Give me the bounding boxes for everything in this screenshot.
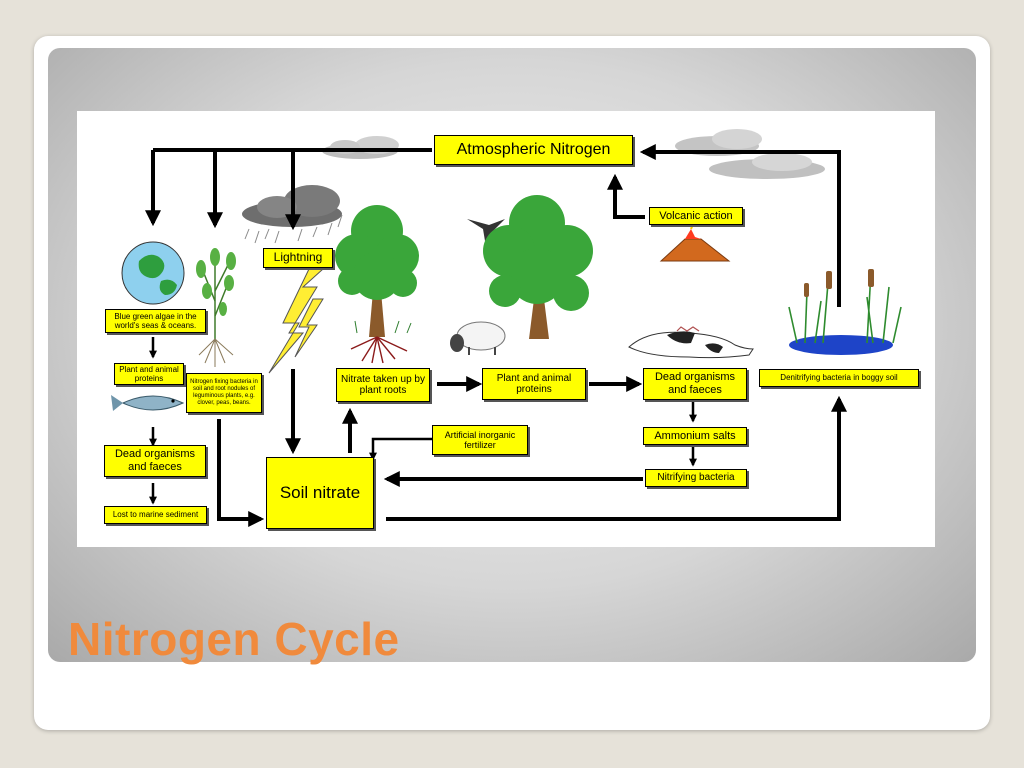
small-arrows xyxy=(148,337,698,505)
volcano-icon xyxy=(659,223,731,262)
flow-arrows xyxy=(145,144,847,527)
atmospheric-nitrogen-box: Atmospheric Nitrogen xyxy=(434,135,633,165)
artificial-fertilizer-box: Artificial inorganic fertilizer xyxy=(432,425,528,455)
diagram-graphics xyxy=(111,129,902,527)
slide-title: Nitrogen Cycle xyxy=(68,613,400,665)
clover-plant-icon xyxy=(196,248,236,367)
ammonium-salts-box: Ammonium salts xyxy=(643,427,747,445)
nitrogen-cycle-diagram: Atmospheric Nitrogen Volcanic action Lig… xyxy=(77,111,935,547)
nitrogen-fixing-bacteria-box: Nitrogen fixing bacteria in soil and roo… xyxy=(186,373,262,413)
lightning-box: Lightning xyxy=(263,248,333,268)
denitrifying-bacteria-box: Denitrifying bacteria in boggy soil xyxy=(759,369,919,387)
lightning-bolt-icon xyxy=(268,268,325,374)
tree-icon xyxy=(483,195,593,339)
bird-icon xyxy=(467,219,505,241)
sheep-icon xyxy=(450,321,506,355)
tree-icon xyxy=(335,205,419,364)
blue-green-algae-box: Blue green algae in the world's seas & o… xyxy=(105,309,206,333)
soil-nitrate-box: Soil nitrate xyxy=(266,457,374,529)
dead-organisms-sea-box: Dead organisms and faeces xyxy=(104,445,206,477)
lost-to-marine-sediment-box: Lost to marine sediment xyxy=(104,506,207,524)
cloud-icon xyxy=(322,136,399,159)
nitrate-taken-up-box: Nitrate taken up by plant roots xyxy=(336,368,430,402)
volcanic-action-box: Volcanic action xyxy=(649,207,743,225)
dead-cow-icon xyxy=(628,326,754,359)
globe-icon xyxy=(121,241,185,305)
bog-reeds-icon xyxy=(788,269,902,355)
fish-icon xyxy=(111,395,185,411)
dead-organisms-land-box: Dead organisms and faeces xyxy=(643,368,747,400)
plant-animal-proteins-land-box: Plant and animal proteins xyxy=(482,368,586,400)
nitrifying-bacteria-box: Nitrifying bacteria xyxy=(645,469,747,487)
plant-animal-proteins-sea-box: Plant and animal proteins xyxy=(114,363,184,385)
